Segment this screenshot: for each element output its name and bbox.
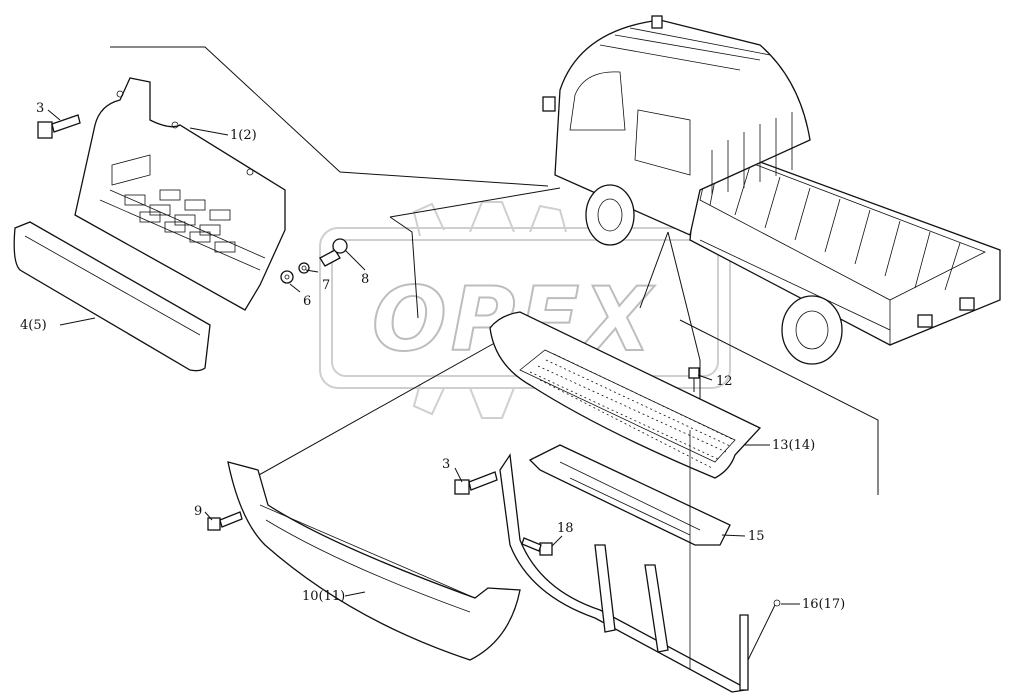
step-plate — [489, 311, 762, 479]
bolt-18 — [521, 537, 553, 556]
bolt-lower — [454, 471, 498, 495]
callout-3-lower: 3 — [442, 457, 450, 472]
callout-18: 18 — [557, 521, 574, 536]
bolt-12 — [688, 367, 700, 392]
fasteners-6-7-8 — [280, 238, 348, 284]
front-cover — [13, 221, 211, 372]
callout-10-11: 10(11) — [302, 589, 345, 604]
callout-leaders — [47, 109, 800, 605]
callout-6: 6 — [303, 294, 311, 309]
callout-9: 9 — [194, 504, 202, 519]
callout-labels: 3 1(2) 4(5) 6 7 8 12 13(14) 3 15 9 18 10… — [20, 101, 845, 612]
bracket-plate — [528, 444, 731, 546]
callout-7: 7 — [322, 278, 330, 293]
support-frame — [499, 430, 781, 693]
step-bracket-upper — [74, 77, 286, 311]
callout-16-17: 16(17) — [802, 597, 845, 612]
reference-lines — [110, 46, 879, 495]
callout-3-upper: 3 — [36, 101, 44, 116]
truck-illustration — [542, 15, 1001, 365]
callout-4-5: 4(5) — [20, 318, 47, 333]
side-guard — [227, 461, 521, 661]
bolt-upper — [37, 114, 81, 139]
callout-8: 8 — [361, 272, 369, 287]
bolt-9 — [207, 511, 243, 531]
callout-12: 12 — [716, 374, 733, 389]
callout-13-14: 13(14) — [772, 438, 815, 453]
callout-15: 15 — [748, 529, 765, 544]
callout-1-2: 1(2) — [230, 128, 257, 143]
